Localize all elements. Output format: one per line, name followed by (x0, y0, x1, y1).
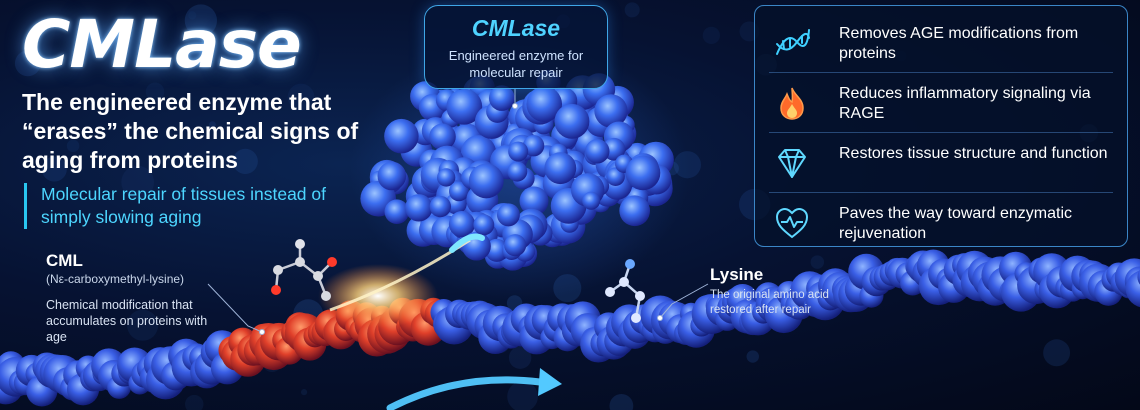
dna-icon (776, 29, 810, 55)
enzyme-callout: CMLase Engineered enzyme for molecular r… (424, 5, 608, 89)
benefit-item: Restores tissue structure and function (755, 138, 1127, 196)
hero-tagline: Molecular repair of tissues instead of s… (24, 183, 371, 229)
divider (769, 132, 1113, 133)
callout-description: Engineered enzyme for molecular repair (448, 48, 584, 80)
cml-label-title: CML (46, 251, 83, 270)
divider (769, 72, 1113, 73)
hero-title: CMLase (22, 6, 302, 83)
transition-arrow (386, 376, 544, 410)
benefit-text: Removes AGE modifications from proteins (839, 25, 1079, 62)
cml-molecule (274, 244, 333, 297)
benefit-text: Restores tissue structure and function (839, 145, 1108, 162)
leader-lines (207, 88, 709, 335)
cml-label-subtitle: (Nε-carboxymethyl-lysine) (46, 272, 185, 286)
divider (769, 192, 1113, 193)
hero-subtitle: The engineered enzyme that “erases” the … (22, 89, 359, 173)
repair-glow (318, 264, 438, 328)
enzyme-molecule (360, 70, 674, 271)
callout-title: CMLase (471, 15, 561, 41)
benefits-panel: Removes AGE modifications from proteins … (754, 5, 1128, 247)
cml-label-description: Chemical modification that accumulates o… (46, 298, 208, 344)
benefit-text: Reduces inflammatory signaling via RAGE (839, 85, 1091, 122)
heart-icon (775, 207, 809, 239)
lysine-label-title: Lysine (710, 265, 764, 284)
benefit-item: Removes AGE modifications from proteins (755, 18, 1127, 76)
benefit-text: Paves the way toward enzymatic rejuvenat… (839, 205, 1072, 242)
diamond-icon (778, 149, 806, 178)
arrow-head (538, 368, 562, 396)
benefit-item: Paves the way toward enzymatic rejuvenat… (755, 198, 1127, 256)
binding-arrow (449, 233, 485, 253)
benefit-item: Reduces inflammatory signaling via RAGE (755, 78, 1127, 136)
protein-strand (0, 249, 1140, 407)
lysine-label-description: The original amino acid restored after r… (710, 289, 829, 316)
flame-icon (780, 87, 804, 120)
